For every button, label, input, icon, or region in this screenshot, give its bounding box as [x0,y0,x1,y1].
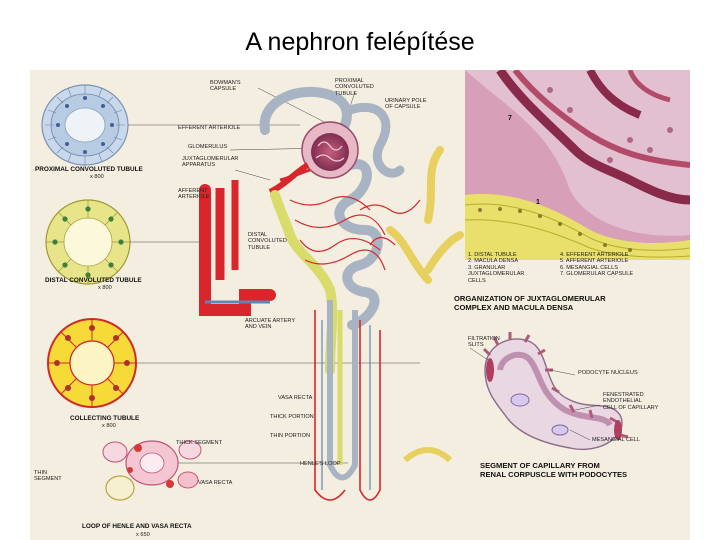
illustration-plate: BOWMAN'S CAPSULE PROXIMAL CONVOLUTED TUB… [30,70,690,540]
label-vasa-recta-2: VASA RECTA [198,480,233,486]
label-fenestrated: FENESTRATED ENDOTHELIAL CELL OF CAPILLAR… [603,392,659,411]
label-efferent-arteriole: EFFERENT ARTERIOLE [178,125,241,131]
label-number-7: 7 [508,115,512,122]
label-loop-title: LOOP OF HENLE AND VASA RECTA [82,523,192,530]
juxtaglomerular-complex [464,70,690,260]
label-segment-title: SEGMENT OF CAPILLARY FROM RENAL CORPUSCL… [480,461,628,479]
label-juxtaglomerular-apparatus: JUXTAGLOMERULAR APPARATUS [182,156,239,169]
label-loop-mag: x 650 [136,532,150,538]
label-bowmans-capsule: BOWMAN'S CAPSULE [210,80,241,93]
label-podocyte-nucleus: PODOCYTE NUCLEUS [578,370,638,376]
label-mesangial-cell: MESANGIAL CELL [592,437,640,443]
label-arcuate: ARCUATE ARTERY AND VEIN [245,318,296,331]
nephron-illustration [41,70,690,540]
label-thick-portion: THICK PORTION [270,414,314,420]
label-thin-portion: THIN PORTION [270,433,310,439]
label-distal-title: DISTAL CONVOLUTED TUBULE [45,277,142,284]
label-urinary-pole: URINARY POLE OF CAPSULE [385,98,427,111]
label-number-1: 1 [536,199,540,206]
legend-col2: 4. EFFERENT ARTERIOLE 5. AFFERENT ARTERI… [560,252,634,278]
label-proximal-title: PROXIMAL CONVOLUTED TUBULE [35,166,143,173]
right-pointer-lines [469,347,601,441]
label-vasa-recta: VASA RECTA [278,395,313,401]
label-henles-loop: HENLE'S LOOP [300,461,341,467]
nephron-drawing [199,86,464,540]
legend-col1: 1. DISTAL TUBULE 2. MACULA DENSA 3. GRAN… [468,252,525,284]
label-distal-convoluted-tubule: DISTAL CONVOLUTED TUBULE [248,232,287,251]
label-proximal-mag: x 800 [90,174,104,180]
label-distal-mag: x 800 [98,285,112,291]
label-proximal-convoluted-tubule: PROXIMAL CONVOLUTED TUBULE [335,78,374,97]
proximal-tubule-section [41,84,129,166]
label-collecting-mag: x 800 [102,423,116,429]
capillary-segment [482,332,629,451]
label-glomerulus: GLOMERULUS [188,144,228,150]
distal-tubule-section [45,199,131,285]
label-organization-title: ORGANIZATION OF JUXTAGLOMERULAR COMPLEX … [454,294,606,312]
label-thick-segment: THICK SEGMENT [176,440,222,446]
slide-title: A nephron felépítése [245,28,475,56]
loop-of-henle-section [102,440,202,501]
collecting-tubule-section [47,318,137,408]
label-thin-segment: THIN SEGMENT [34,470,62,483]
label-filtration-slits: FILTRATION SLITS [468,336,500,349]
label-collecting-title: COLLECTING TUBULE [70,415,140,422]
label-afferent-arteriole: AFFERENT ARTERIOLE [178,188,210,201]
